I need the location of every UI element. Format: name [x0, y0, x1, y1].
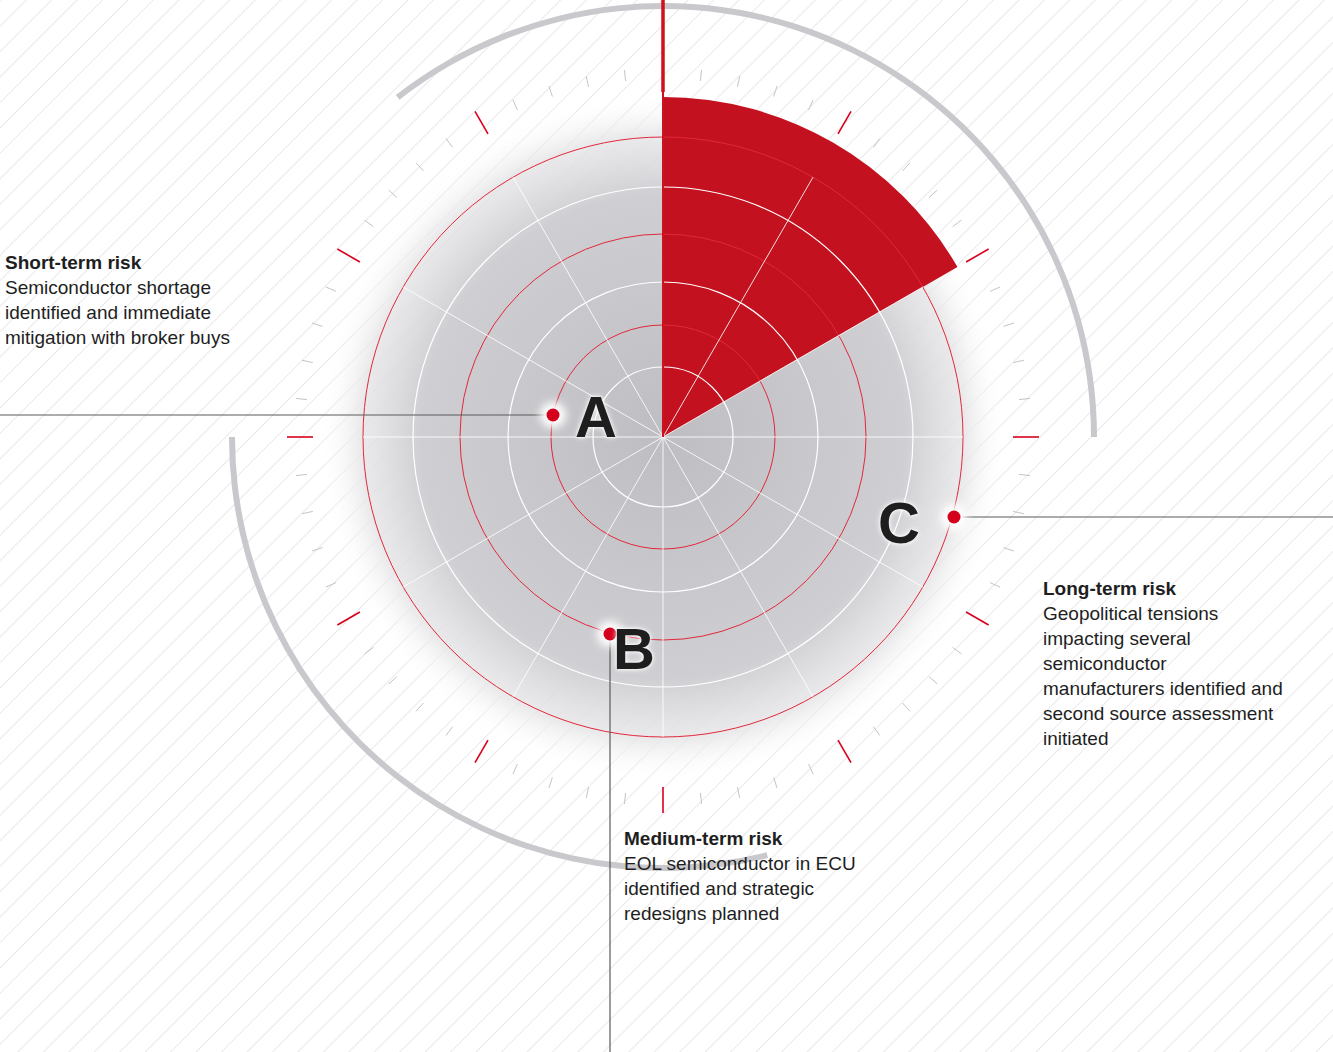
- callout-heading: Short-term risk: [5, 250, 141, 275]
- tick-mark: [903, 163, 910, 171]
- tick-mark: [737, 787, 739, 798]
- tick-mark: [953, 647, 962, 653]
- tick-mark: [1013, 511, 1024, 513]
- callout-letter: C: [878, 494, 920, 552]
- tick-mark: [624, 793, 625, 804]
- tick-mark: [389, 190, 397, 197]
- tick-mark: [990, 583, 1000, 587]
- callout-text: Geopolitical tensions impacting several …: [1043, 601, 1293, 751]
- tick-mark: [312, 548, 322, 551]
- tick-mark: [809, 100, 813, 110]
- tick-mark: [446, 138, 452, 147]
- sweep-line: [662, 0, 664, 437]
- tick-mark: [903, 703, 910, 711]
- tick-mark: [838, 111, 851, 134]
- tick-mark: [929, 677, 937, 684]
- tick-mark: [1003, 548, 1013, 551]
- tick-mark: [1019, 474, 1030, 475]
- tick-mark: [1019, 398, 1030, 399]
- radar-spoke: [663, 287, 923, 437]
- radar-spoke: [663, 437, 813, 697]
- tick-mark: [326, 583, 336, 587]
- tick-mark: [337, 612, 360, 625]
- tick-mark: [700, 70, 701, 81]
- tick-mark: [513, 100, 517, 110]
- tick-mark: [838, 740, 851, 763]
- callout-letter: B: [613, 620, 655, 678]
- tick-mark: [296, 398, 307, 399]
- tick-mark: [1013, 436, 1039, 438]
- tick-mark: [513, 764, 517, 774]
- callout-heading: Long-term risk: [1043, 576, 1176, 601]
- tick-mark: [549, 86, 552, 96]
- marker-dot: [540, 402, 566, 428]
- radar-sweep: [663, 97, 957, 437]
- tick-mark: [337, 249, 360, 262]
- tick-mark: [446, 727, 452, 736]
- tick-mark: [549, 777, 552, 787]
- tick-mark: [1003, 323, 1013, 326]
- tick-mark: [416, 163, 423, 171]
- tick-mark: [302, 360, 313, 362]
- tick-mark: [929, 190, 937, 197]
- tick-mark: [364, 220, 373, 226]
- tick-mark: [809, 764, 813, 774]
- radar-spoke: [663, 437, 923, 587]
- tick-mark: [990, 287, 1000, 291]
- radar-spoke: [403, 437, 663, 587]
- leader-line: [962, 516, 1333, 517]
- marker-dot: [941, 504, 967, 530]
- radar-spoke: [513, 437, 663, 697]
- tick-mark: [873, 138, 879, 147]
- tick-mark: [624, 70, 625, 81]
- leader-line: [609, 642, 610, 1052]
- callout-heading: Medium-term risk: [624, 826, 782, 851]
- radar-spoke: [663, 437, 963, 438]
- tick-mark: [1013, 360, 1024, 362]
- tick-mark: [662, 787, 664, 813]
- radar-spoke: [663, 437, 664, 737]
- radar-spoke: [663, 177, 813, 437]
- tick-mark: [326, 287, 336, 291]
- sweep-line-head: [661, 0, 665, 92]
- callout-letter: A: [575, 388, 617, 446]
- tick-mark: [312, 323, 322, 326]
- tick-mark: [774, 777, 777, 787]
- tick-mark: [475, 740, 488, 763]
- tick-mark: [389, 677, 397, 684]
- tick-mark: [873, 727, 879, 736]
- outer-arc: [396, 3, 1097, 437]
- tick-mark: [966, 612, 989, 625]
- callout-text: Semiconductor shortage identified and im…: [5, 275, 255, 350]
- radar-spoke: [363, 437, 663, 438]
- tick-mark: [737, 76, 739, 87]
- tick-mark: [416, 703, 423, 711]
- tick-mark: [586, 76, 588, 87]
- tick-mark: [287, 436, 313, 438]
- leader-line: [0, 414, 545, 415]
- tick-mark: [966, 249, 989, 262]
- callout-text: EOL semiconductor in ECU identified and …: [624, 851, 886, 926]
- sweep-sector: [663, 97, 957, 437]
- tick-mark: [774, 86, 777, 96]
- tick-mark: [700, 793, 701, 804]
- tick-mark: [586, 787, 588, 798]
- tick-mark: [953, 220, 962, 226]
- tick-mark: [364, 647, 373, 653]
- tick-mark: [302, 511, 313, 513]
- tick-mark: [296, 474, 307, 475]
- tick-mark: [475, 111, 488, 134]
